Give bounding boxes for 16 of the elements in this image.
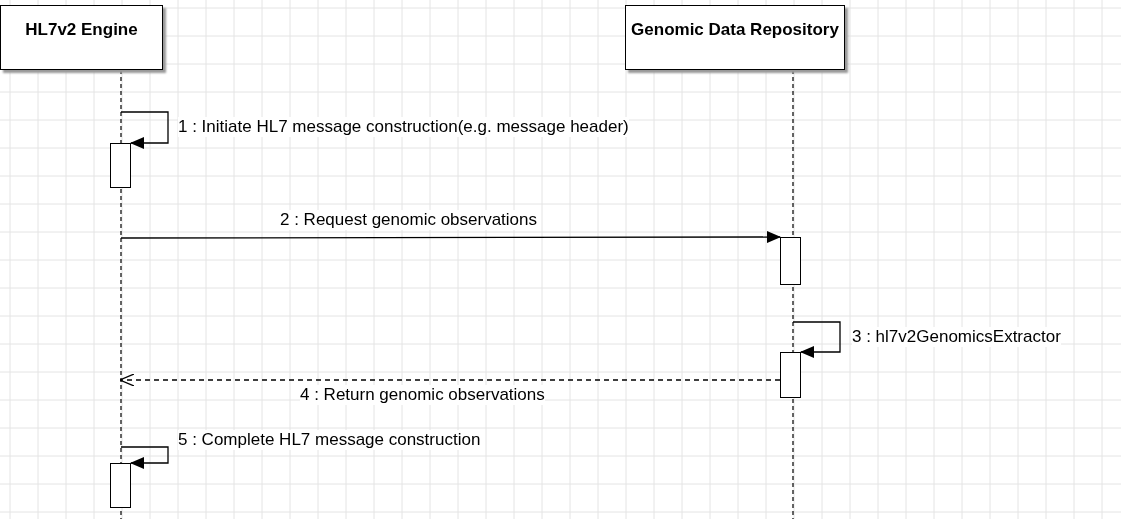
- edge-label: 1 : Initiate HL7 message construction(e.g. message header): [178, 117, 629, 137]
- edge-label: 3 : hl7v2GenomicsExtractor: [852, 327, 1061, 347]
- message-arrow: [119, 373, 781, 387]
- activation-bar: [110, 463, 131, 508]
- message-arrow: [792, 321, 841, 358]
- lifeline-header: Genomic Data Repository: [625, 5, 845, 70]
- message-arrow: [120, 446, 169, 469]
- lifeline-header: HL7v2 Engine: [0, 5, 163, 70]
- activation-bar: [780, 237, 801, 285]
- activation-bar: [780, 352, 801, 398]
- activation-bar: [110, 143, 131, 188]
- edge-label: 5 : Complete HL7 message construction: [178, 430, 481, 450]
- message-arrow: [120, 111, 169, 149]
- edge-label: 4 : Return genomic observations: [300, 385, 545, 405]
- message-arrow: [120, 231, 781, 243]
- edge-label: 2 : Request genomic observations: [280, 210, 538, 230]
